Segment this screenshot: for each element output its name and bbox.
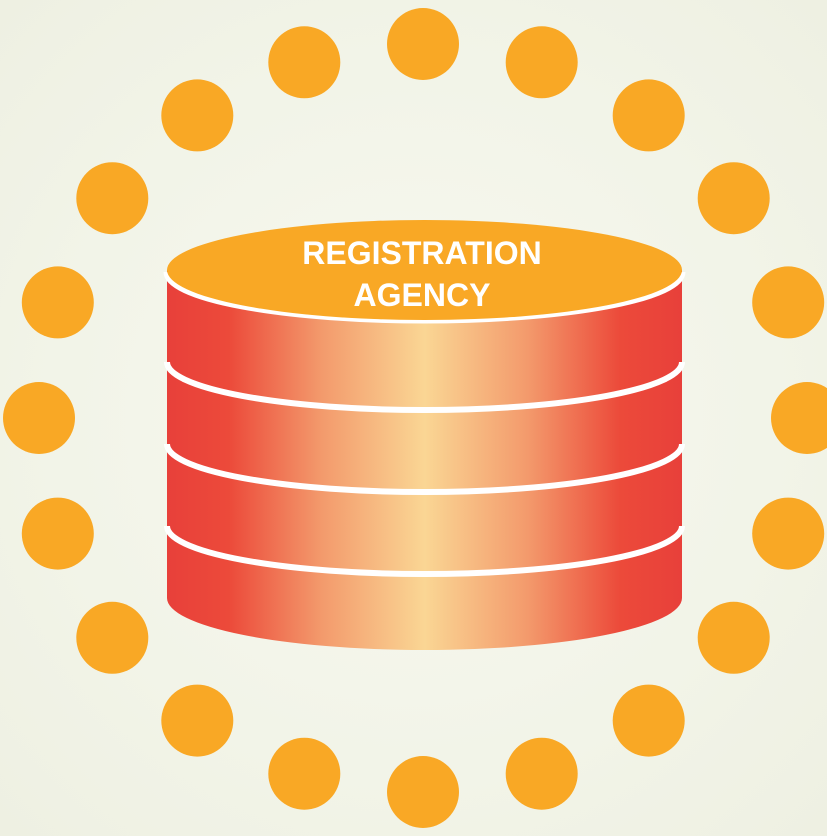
ring-dot bbox=[612, 684, 685, 757]
dot-ring bbox=[3, 8, 827, 828]
ring-dot bbox=[387, 756, 459, 828]
ring-dot bbox=[771, 382, 827, 454]
layer-separator bbox=[164, 525, 685, 577]
ring-dot bbox=[505, 737, 578, 810]
ring-dot bbox=[697, 162, 770, 235]
ring-dot bbox=[21, 266, 94, 339]
layer-separator bbox=[164, 361, 685, 413]
ring-dot bbox=[387, 8, 459, 80]
ring-dot bbox=[752, 266, 825, 339]
database-label-line1: REGISTRATION bbox=[302, 235, 542, 271]
database-cylinder bbox=[163, 220, 686, 650]
ring-dot bbox=[268, 26, 341, 99]
ring-dot bbox=[3, 382, 75, 454]
database-label-line2: AGENCY bbox=[353, 277, 491, 313]
ring-dot bbox=[161, 684, 234, 757]
ring-dot bbox=[76, 601, 149, 674]
database-label: REGISTRATION AGENCY bbox=[222, 232, 622, 316]
database-body bbox=[167, 270, 682, 650]
ring-dot bbox=[161, 79, 234, 152]
ring-dot bbox=[268, 737, 341, 810]
database-top bbox=[167, 220, 682, 320]
ring-dot bbox=[752, 497, 825, 570]
ring-dot bbox=[612, 79, 685, 152]
ring-dot bbox=[76, 162, 149, 235]
ring-dot bbox=[21, 497, 94, 570]
layer-separator bbox=[164, 443, 685, 495]
ring-dot bbox=[505, 26, 578, 99]
ring-dot bbox=[697, 601, 770, 674]
